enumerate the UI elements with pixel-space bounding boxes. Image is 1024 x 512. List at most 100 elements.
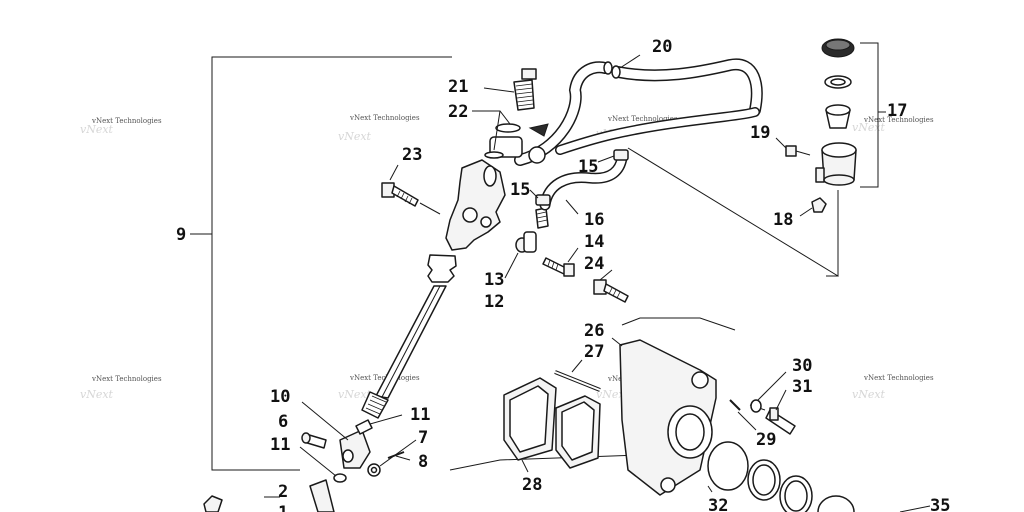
callout-19: 19: [750, 123, 770, 143]
watermark-3: vNext Technologies: [607, 115, 678, 123]
callout-26: 26: [584, 321, 604, 341]
pedal-arm: [309, 479, 335, 512]
callout-11a: 11: [410, 405, 430, 425]
leader-27: [571, 359, 583, 373]
washer-30: [750, 399, 762, 413]
leader-30: [757, 371, 787, 401]
bolt-21-threads: [515, 83, 534, 107]
callout-28: 28: [522, 475, 542, 495]
bolt-24-threads: [608, 287, 621, 299]
leader-14: [567, 247, 579, 263]
banjo-fitting: [528, 146, 546, 164]
leader-10: [301, 401, 349, 441]
watermark-5: vNext Technologies: [91, 375, 162, 383]
clip-29: [729, 399, 741, 411]
bolt-14: [542, 247, 579, 277]
bolt-23: [381, 164, 441, 215]
bleeder-group: [729, 371, 796, 435]
watermark-8: vNext Technologies: [863, 374, 934, 382]
pin-27-highlight: [554, 371, 601, 391]
mount-hole-upper: [462, 207, 478, 223]
washer-7-hole: [370, 466, 378, 474]
bolt-24: [593, 269, 629, 303]
piston-32: [707, 441, 749, 491]
leader-11b: [299, 446, 337, 477]
caliper-26: [611, 337, 717, 496]
hose-fill-a: [515, 62, 610, 165]
master-cylinder-body: [361, 159, 506, 419]
clevis-pin-head: [301, 432, 311, 444]
callout-16: 16: [584, 210, 604, 230]
caliper-lower-hole: [660, 477, 676, 493]
leader-15b: [597, 155, 615, 163]
callout-2: 2: [278, 482, 288, 502]
leader-15a: [529, 189, 539, 199]
callout-18: 18: [773, 210, 793, 230]
screw-19-head: [785, 145, 797, 157]
banjo-bolt-21: [483, 68, 537, 111]
callout-30: 30: [792, 356, 812, 376]
lock-nut-11: [355, 419, 373, 435]
callout-15a: 15: [578, 157, 598, 177]
mount-hole-lower: [480, 216, 492, 228]
leader-19: [775, 137, 787, 149]
hose-nipple: [535, 207, 549, 229]
leader-35: [899, 505, 931, 512]
washer-22b: [484, 151, 504, 159]
callout-35: 35: [930, 496, 950, 512]
callout-17: 17: [887, 101, 907, 121]
callout-27: 27: [584, 342, 604, 362]
push-rod-center: [381, 285, 441, 398]
pad-guide-line: [449, 454, 641, 471]
callout-10: 10: [270, 387, 290, 407]
seal-ring-a-inner: [752, 464, 776, 496]
clevis-linkage: [299, 401, 417, 483]
bracket-line-17: [860, 42, 879, 188]
rod-threads: [365, 395, 387, 415]
callout-23: 23: [402, 145, 422, 165]
crush-washer-22: [472, 110, 521, 159]
reservoir-tab: [815, 167, 825, 183]
screw-19-shank: [795, 150, 811, 156]
hose-end-b: [611, 65, 621, 79]
pad-inner-friction: [561, 401, 595, 461]
piston-seal-group: [707, 441, 931, 512]
leader-21: [483, 87, 515, 93]
fitting-13-collar: [523, 231, 537, 253]
bolt-14-shank: [542, 257, 567, 275]
watermark-ghost-2: vNext: [338, 130, 372, 143]
bolt-14-head: [563, 263, 575, 277]
watermark-1: vNext Technologies: [91, 117, 162, 125]
leader-26: [611, 337, 623, 347]
seal-ring-b-inner: [784, 480, 808, 512]
callout-31: 31: [792, 377, 812, 397]
leader-18: [799, 207, 813, 217]
nut-18-body: [811, 197, 827, 213]
clevis-body: [339, 429, 371, 469]
watermark-6: vNext Technologies: [349, 374, 420, 382]
screw-19: [775, 137, 811, 157]
watermark-ghost-5: vNext: [80, 388, 114, 401]
callout-13: 13: [484, 270, 504, 290]
watermark-ghost-1: vNext: [80, 123, 114, 136]
bolt-23-threads: [396, 190, 413, 205]
brake-hose-20: [489, 54, 763, 166]
fitting-13: [504, 231, 537, 279]
leader-20: [619, 54, 641, 69]
nut-18: [799, 197, 827, 217]
callout-21: 21: [448, 77, 468, 97]
callout-8: 8: [418, 452, 428, 472]
rod-threaded-end: [361, 391, 389, 419]
hose-16: [529, 149, 629, 215]
leader-31: [775, 389, 787, 411]
leader-23: [389, 164, 399, 181]
leader-16: [565, 199, 579, 215]
clamp-15a: [535, 194, 551, 206]
caliper-mount-hole: [691, 371, 709, 389]
callout-24: 24: [584, 254, 604, 274]
washer-11: [333, 473, 347, 483]
callout-12: 12: [484, 292, 504, 312]
watermark-ghost-6: vNext: [338, 388, 372, 401]
callout-20: 20: [652, 37, 672, 57]
